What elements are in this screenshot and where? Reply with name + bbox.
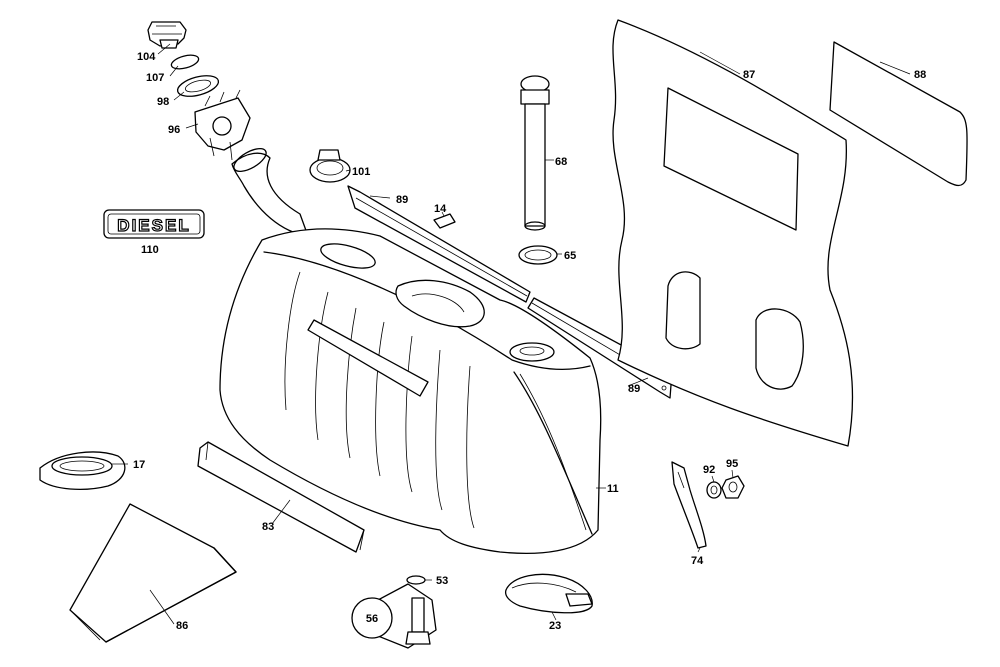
callout-53: 53 — [436, 575, 448, 587]
callout-89-lower: 89 — [628, 383, 640, 395]
callout-68: 68 — [555, 156, 567, 168]
part-101-hose-clamp — [309, 149, 351, 183]
callout-labels: 104 107 98 96 110 101 89 14 68 65 87 88 … — [133, 51, 926, 632]
callout-104: 104 — [137, 51, 156, 63]
part-17-grommet — [39, 451, 126, 490]
part-74-bracket — [671, 461, 707, 549]
part-86-insulation-wedge — [69, 503, 237, 643]
part-104-filler-cap — [147, 21, 187, 49]
callout-92: 92 — [703, 464, 715, 476]
part-89-upper-strap — [347, 185, 531, 303]
callout-23: 23 — [549, 620, 561, 632]
callout-14: 14 — [434, 203, 447, 215]
leader-lines — [112, 43, 911, 625]
part-98-gasket — [176, 75, 220, 97]
part-83-strip-edges — [205, 441, 365, 551]
callout-83: 83 — [262, 521, 274, 533]
callout-65: 65 — [564, 250, 576, 262]
diesel-badge-text: DIESEL — [117, 216, 190, 235]
callout-17: 17 — [133, 459, 145, 471]
part-92-washer — [706, 481, 722, 499]
part-14-spacer — [433, 213, 456, 229]
callout-89-upper: 89 — [396, 194, 408, 206]
part-110-diesel-badge: DIESEL — [103, 209, 205, 239]
callout-96: 96 — [168, 124, 180, 136]
part-83-damping-strip-on-tank — [307, 319, 429, 397]
callout-56: 56 — [366, 613, 378, 625]
callout-95: 95 — [726, 458, 738, 470]
callout-88: 88 — [914, 69, 926, 81]
part-56-bolt-assembly — [351, 583, 437, 649]
callout-87: 87 — [743, 69, 755, 81]
part-88-insulation-mat — [829, 41, 968, 187]
part-53-washer — [406, 575, 426, 585]
part-23-cover-cap — [504, 573, 593, 614]
callout-101: 101 — [352, 166, 370, 178]
callout-11: 11 — [607, 483, 619, 495]
part-65-seal-ring — [518, 245, 558, 265]
callout-107: 107 — [146, 72, 164, 84]
callout-110: 110 — [141, 244, 159, 256]
part-11-fuel-tank — [219, 147, 602, 554]
callout-86: 86 — [176, 620, 188, 632]
part-95-nut — [721, 475, 745, 499]
part-107-seal-ring — [170, 54, 200, 70]
part-68-fuel-sender — [520, 75, 550, 231]
part-83-damping-strip — [197, 441, 365, 553]
callout-74: 74 — [691, 555, 704, 567]
callout-98: 98 — [157, 96, 169, 108]
part-96-flange-unit — [194, 89, 251, 161]
part-87-insulation-mat — [612, 19, 854, 447]
